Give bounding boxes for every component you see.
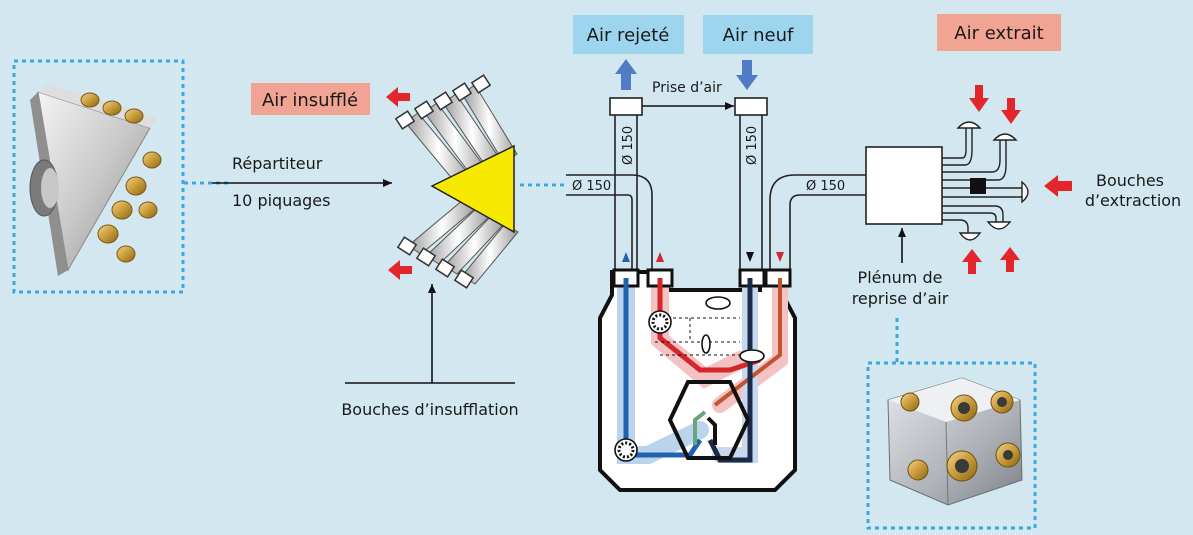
- air-extrait-label: Air extrait: [954, 23, 1043, 44]
- bypass-valve-icon: [705, 296, 731, 310]
- extract-arrow-4: [962, 249, 982, 274]
- extract-arrow-3: [1044, 175, 1072, 197]
- air-neuf-label: Air neuf: [723, 25, 794, 46]
- plenum-label-line1: Plénum de: [858, 268, 943, 287]
- air-neuf-arrow: [736, 60, 758, 90]
- distributor-photo-icon: [29, 84, 162, 276]
- air-insuffle-arrow-top: [386, 87, 410, 107]
- air-rejete-badge: [573, 15, 684, 54]
- air-rejete-label: Air rejeté: [587, 25, 670, 46]
- plenum-box: [865, 146, 943, 225]
- extract-arrow-2: [1001, 98, 1021, 124]
- vmc-unit-schematic: [598, 252, 797, 492]
- piquages-label: 10 piquages: [232, 191, 330, 210]
- extract-arrow-5: [1000, 247, 1020, 272]
- air-insuffle-label: Air insufflé: [262, 90, 358, 111]
- extract-arrow-1: [969, 85, 989, 112]
- air-extrait-badge: [937, 14, 1061, 51]
- bouches-extraction-line2: d’extraction: [1085, 191, 1181, 210]
- air-neuf-badge: [703, 15, 813, 54]
- diam-label-3: Ø 150: [745, 126, 760, 165]
- prise-air-label: Prise d’air: [652, 80, 722, 96]
- plenum-label-line2: reprise d’air: [852, 289, 949, 308]
- diam-label-1: Ø 150: [572, 179, 611, 194]
- air-insuffle-arrow-bottom: [388, 260, 412, 280]
- air-insuffle-badge: [251, 83, 370, 115]
- bouches-insufflation-label: Bouches d’insufflation: [341, 400, 518, 419]
- repartiteur-label: Répartiteur: [232, 154, 323, 173]
- diam-label-2: Ø 150: [621, 126, 636, 165]
- bouches-extraction-line1: Bouches: [1096, 171, 1164, 190]
- distributor-schematic: [394, 74, 519, 289]
- vmc-photo-callout: [866, 361, 1037, 530]
- plenum-damper: [970, 178, 986, 194]
- air-rejete-arrow: [615, 59, 637, 90]
- vmc-unit-photo-icon: [887, 377, 1023, 506]
- diam-label-4: Ø 150: [806, 179, 845, 194]
- exhaust-vent-icon: [956, 121, 1029, 241]
- duct-system: [566, 97, 866, 272]
